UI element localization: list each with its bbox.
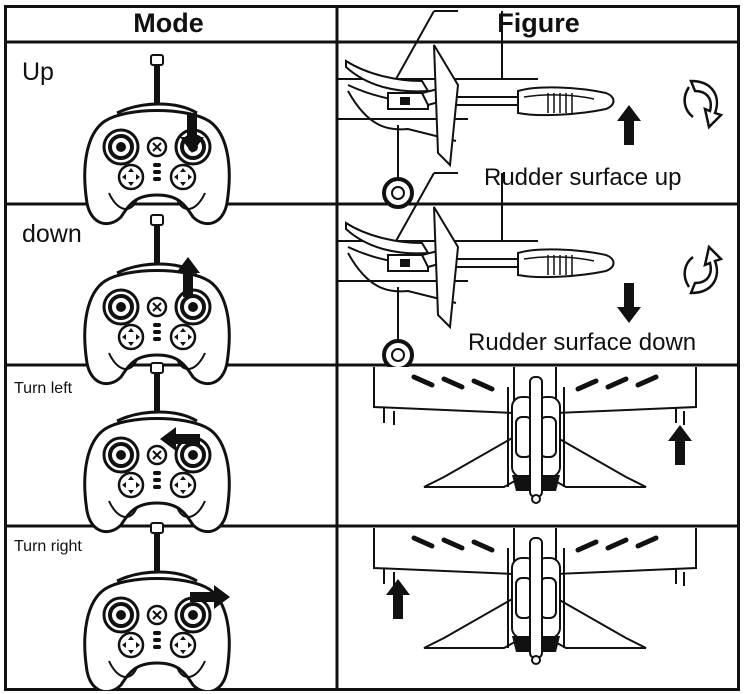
- mode-label-turn-left: Turn left: [14, 380, 73, 397]
- gamepad-icon: [85, 55, 230, 224]
- aircraft-tail-top-view-figure: [374, 367, 696, 503]
- direction-arrow-icon: [668, 425, 692, 465]
- caption-rudder-down: Rudder surface down: [468, 329, 697, 356]
- rotate-arrow-icon: [683, 245, 723, 295]
- row-turn-left: [85, 363, 696, 532]
- caption-rudder-up: Rudder surface up: [484, 164, 682, 191]
- gamepad-icon: [85, 363, 230, 532]
- header-figure: Figure: [497, 8, 580, 38]
- row-turn-right: [85, 523, 696, 691]
- direction-arrow-icon: [617, 283, 641, 323]
- mode-label-turn-right: Turn right: [14, 538, 82, 555]
- aircraft-tail-top-view-figure: [374, 528, 696, 664]
- header-mode: Mode: [133, 8, 204, 38]
- gamepad-icon: [85, 215, 230, 384]
- direction-arrow-icon: [617, 105, 641, 145]
- gamepad-icon: [85, 523, 230, 691]
- direction-arrow-icon: [386, 579, 410, 619]
- mode-label-down: down: [22, 220, 82, 248]
- mode-label-up: Up: [22, 58, 54, 86]
- manual-table: [4, 5, 740, 691]
- rotate-arrow-icon: [683, 79, 723, 129]
